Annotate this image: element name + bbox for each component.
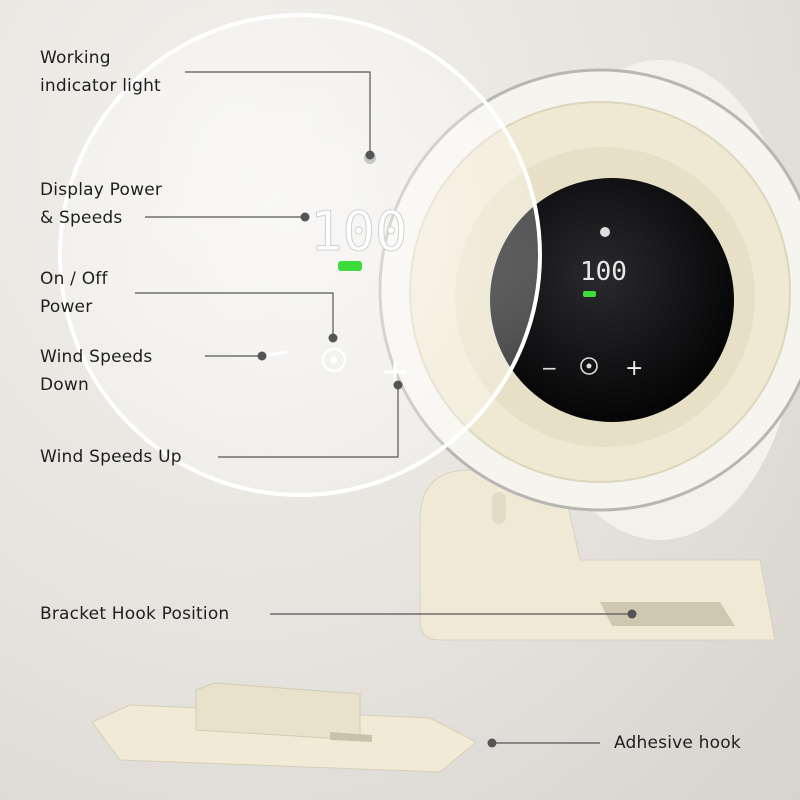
bracket-hook-slot (600, 602, 735, 626)
label-on-off-power: On / Off Power (40, 265, 108, 321)
label-line: Wind Speeds (40, 347, 153, 367)
magnified-display-value: 100 (310, 200, 408, 263)
label-line: Display Power (40, 180, 163, 200)
label-line: Power (40, 297, 93, 317)
label-bracket-hook-position: Bracket Hook Position (40, 600, 229, 628)
plus-button-icon (384, 361, 406, 383)
label-working-indicator-light: Working indicator light (40, 44, 161, 100)
label-line: Wind Speeds Up (40, 447, 182, 467)
label-wind-speeds-up: Wind Speeds Up (40, 443, 182, 471)
label-display-power-speeds: Display Power & Speeds (40, 176, 162, 232)
small-green-bar (583, 291, 596, 297)
label-wind-speeds-down: Wind Speeds Down (40, 343, 152, 399)
label-line: indicator light (40, 76, 161, 96)
leader-lines (135, 71, 632, 744)
label-line: Working (40, 48, 111, 68)
small-minus-icon: − (541, 356, 558, 380)
small-power-icon (580, 357, 598, 375)
green-indicator-bar (338, 261, 362, 271)
screen-controls: 100 − + (541, 227, 643, 381)
fan-indicator-icon (600, 227, 610, 237)
label-line: Bracket Hook Position (40, 604, 230, 624)
control-screen (490, 178, 734, 422)
label-line: Down (40, 375, 89, 395)
label-adhesive-hook: Adhesive hook (614, 729, 741, 757)
adhesive-hook (91, 682, 477, 773)
label-line: Adhesive hook (614, 733, 741, 753)
label-line: & Speeds (40, 208, 123, 228)
magnifier-lens: 100 (58, 13, 542, 497)
label-line: On / Off (40, 269, 108, 289)
minus-button-icon (262, 350, 288, 358)
power-button-icon (321, 347, 347, 373)
small-plus-icon: + (625, 356, 643, 381)
leader-dots (257, 150, 637, 748)
fan-bracket (419, 469, 776, 641)
small-display-value: 100 (580, 257, 627, 287)
